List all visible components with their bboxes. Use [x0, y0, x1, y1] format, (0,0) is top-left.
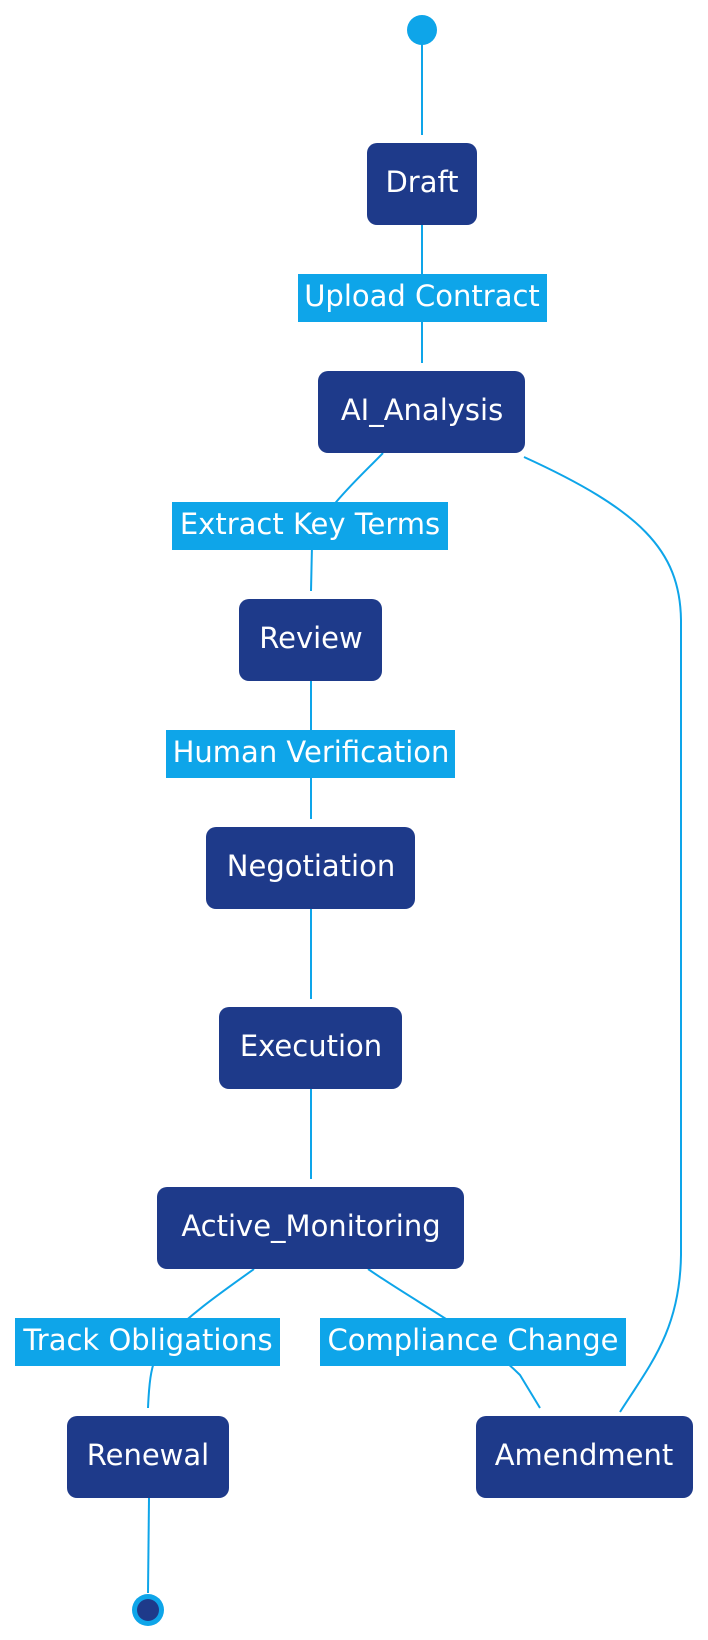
transition-edges: [147, 30, 682, 1594]
edge-ai-analysis-to-amendment: [523, 456, 682, 1413]
state-label: Renewal: [87, 1438, 209, 1472]
state-label: Draft: [385, 165, 458, 199]
transition-label-track-obligations: Track Obligations: [15, 1318, 280, 1366]
state-node-draft: Draft: [367, 143, 477, 225]
state-node-ai-analysis: AI_Analysis: [318, 371, 525, 453]
transition-label-upload-contract: Upload Contract: [298, 274, 547, 322]
transition-label-text: Extract Key Terms: [180, 507, 440, 541]
state-label: AI_Analysis: [341, 393, 503, 427]
state-node-amendment: Amendment: [476, 1416, 693, 1498]
state-label: Review: [259, 621, 362, 655]
state-label: Execution: [240, 1029, 382, 1063]
state-node-execution: Execution: [219, 1007, 402, 1089]
transition-label-text: Track Obligations: [22, 1323, 272, 1357]
state-nodes: Draft AI_Analysis Review Negotiation Exe…: [67, 143, 693, 1498]
transition-label-human-verification: Human Verification: [166, 730, 455, 778]
end-state-marker: [132, 1594, 164, 1626]
transition-label-text: Upload Contract: [304, 279, 540, 313]
state-label: Active_Monitoring: [181, 1209, 440, 1243]
transition-label-extract-key-terms: Extract Key Terms: [172, 502, 448, 550]
transition-label-compliance-change: Compliance Change: [320, 1318, 626, 1366]
state-node-renewal: Renewal: [67, 1416, 229, 1498]
start-state-marker: [407, 15, 437, 45]
state-node-active-monitoring: Active_Monitoring: [157, 1187, 464, 1269]
state-node-negotiation: Negotiation: [206, 827, 415, 909]
state-label: Negotiation: [227, 849, 395, 883]
transition-labels: Upload Contract Extract Key Terms Human …: [15, 274, 626, 1366]
transition-label-text: Compliance Change: [328, 1323, 619, 1357]
edge-renewal-to-end: [147, 1497, 150, 1594]
transition-label-text: Human Verification: [173, 735, 450, 769]
state-label: Amendment: [495, 1438, 674, 1472]
state-node-review: Review: [239, 599, 382, 681]
